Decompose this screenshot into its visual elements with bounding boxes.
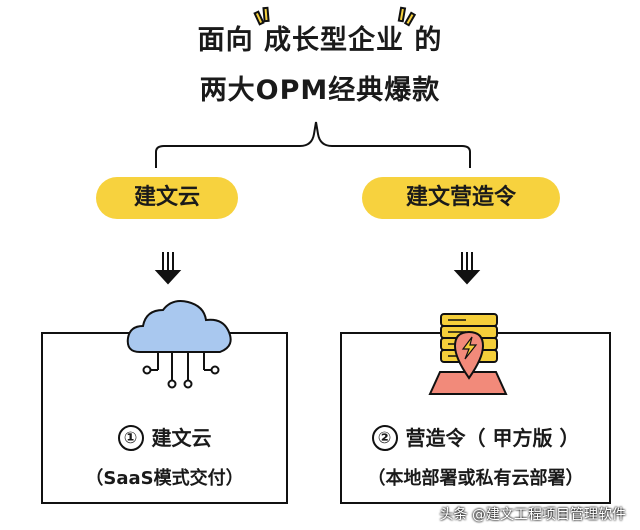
number-badge: ①: [117, 425, 144, 451]
product-card-jianwenyun: ① 建文云 （SaaS模式交付）: [41, 332, 288, 504]
down-arrow-right: [453, 252, 481, 285]
card-title: ① 建文云: [43, 422, 286, 451]
headline-line-2: 两大OPM经典爆款: [199, 75, 441, 106]
card-title-text: 营造令（ 甲方版 ）: [405, 426, 580, 450]
card-subtitle: （SaaS模式交付）: [85, 468, 244, 489]
watermark: 头条 @建文工程项目管理软件: [439, 507, 626, 523]
card-title-text: 建文云: [151, 426, 212, 450]
product-pill-jianwenyun: 建文云: [96, 177, 238, 219]
headline-line-1: 面向 成长型企业 的: [197, 25, 443, 56]
cloud-network-icon: [126, 300, 232, 389]
down-arrow-left: [154, 252, 182, 285]
number-badge: ②: [371, 425, 398, 451]
brace-connector: [155, 121, 471, 168]
product-pill-yingzaoling: 建文营造令: [362, 177, 560, 219]
card-title: ② 营造令（ 甲方版 ）: [342, 422, 609, 451]
emphasis-marks: [253, 6, 417, 27]
card-subtitle: （本地部署或私有云部署）: [367, 468, 584, 489]
server-lightning-icon: [428, 313, 508, 395]
